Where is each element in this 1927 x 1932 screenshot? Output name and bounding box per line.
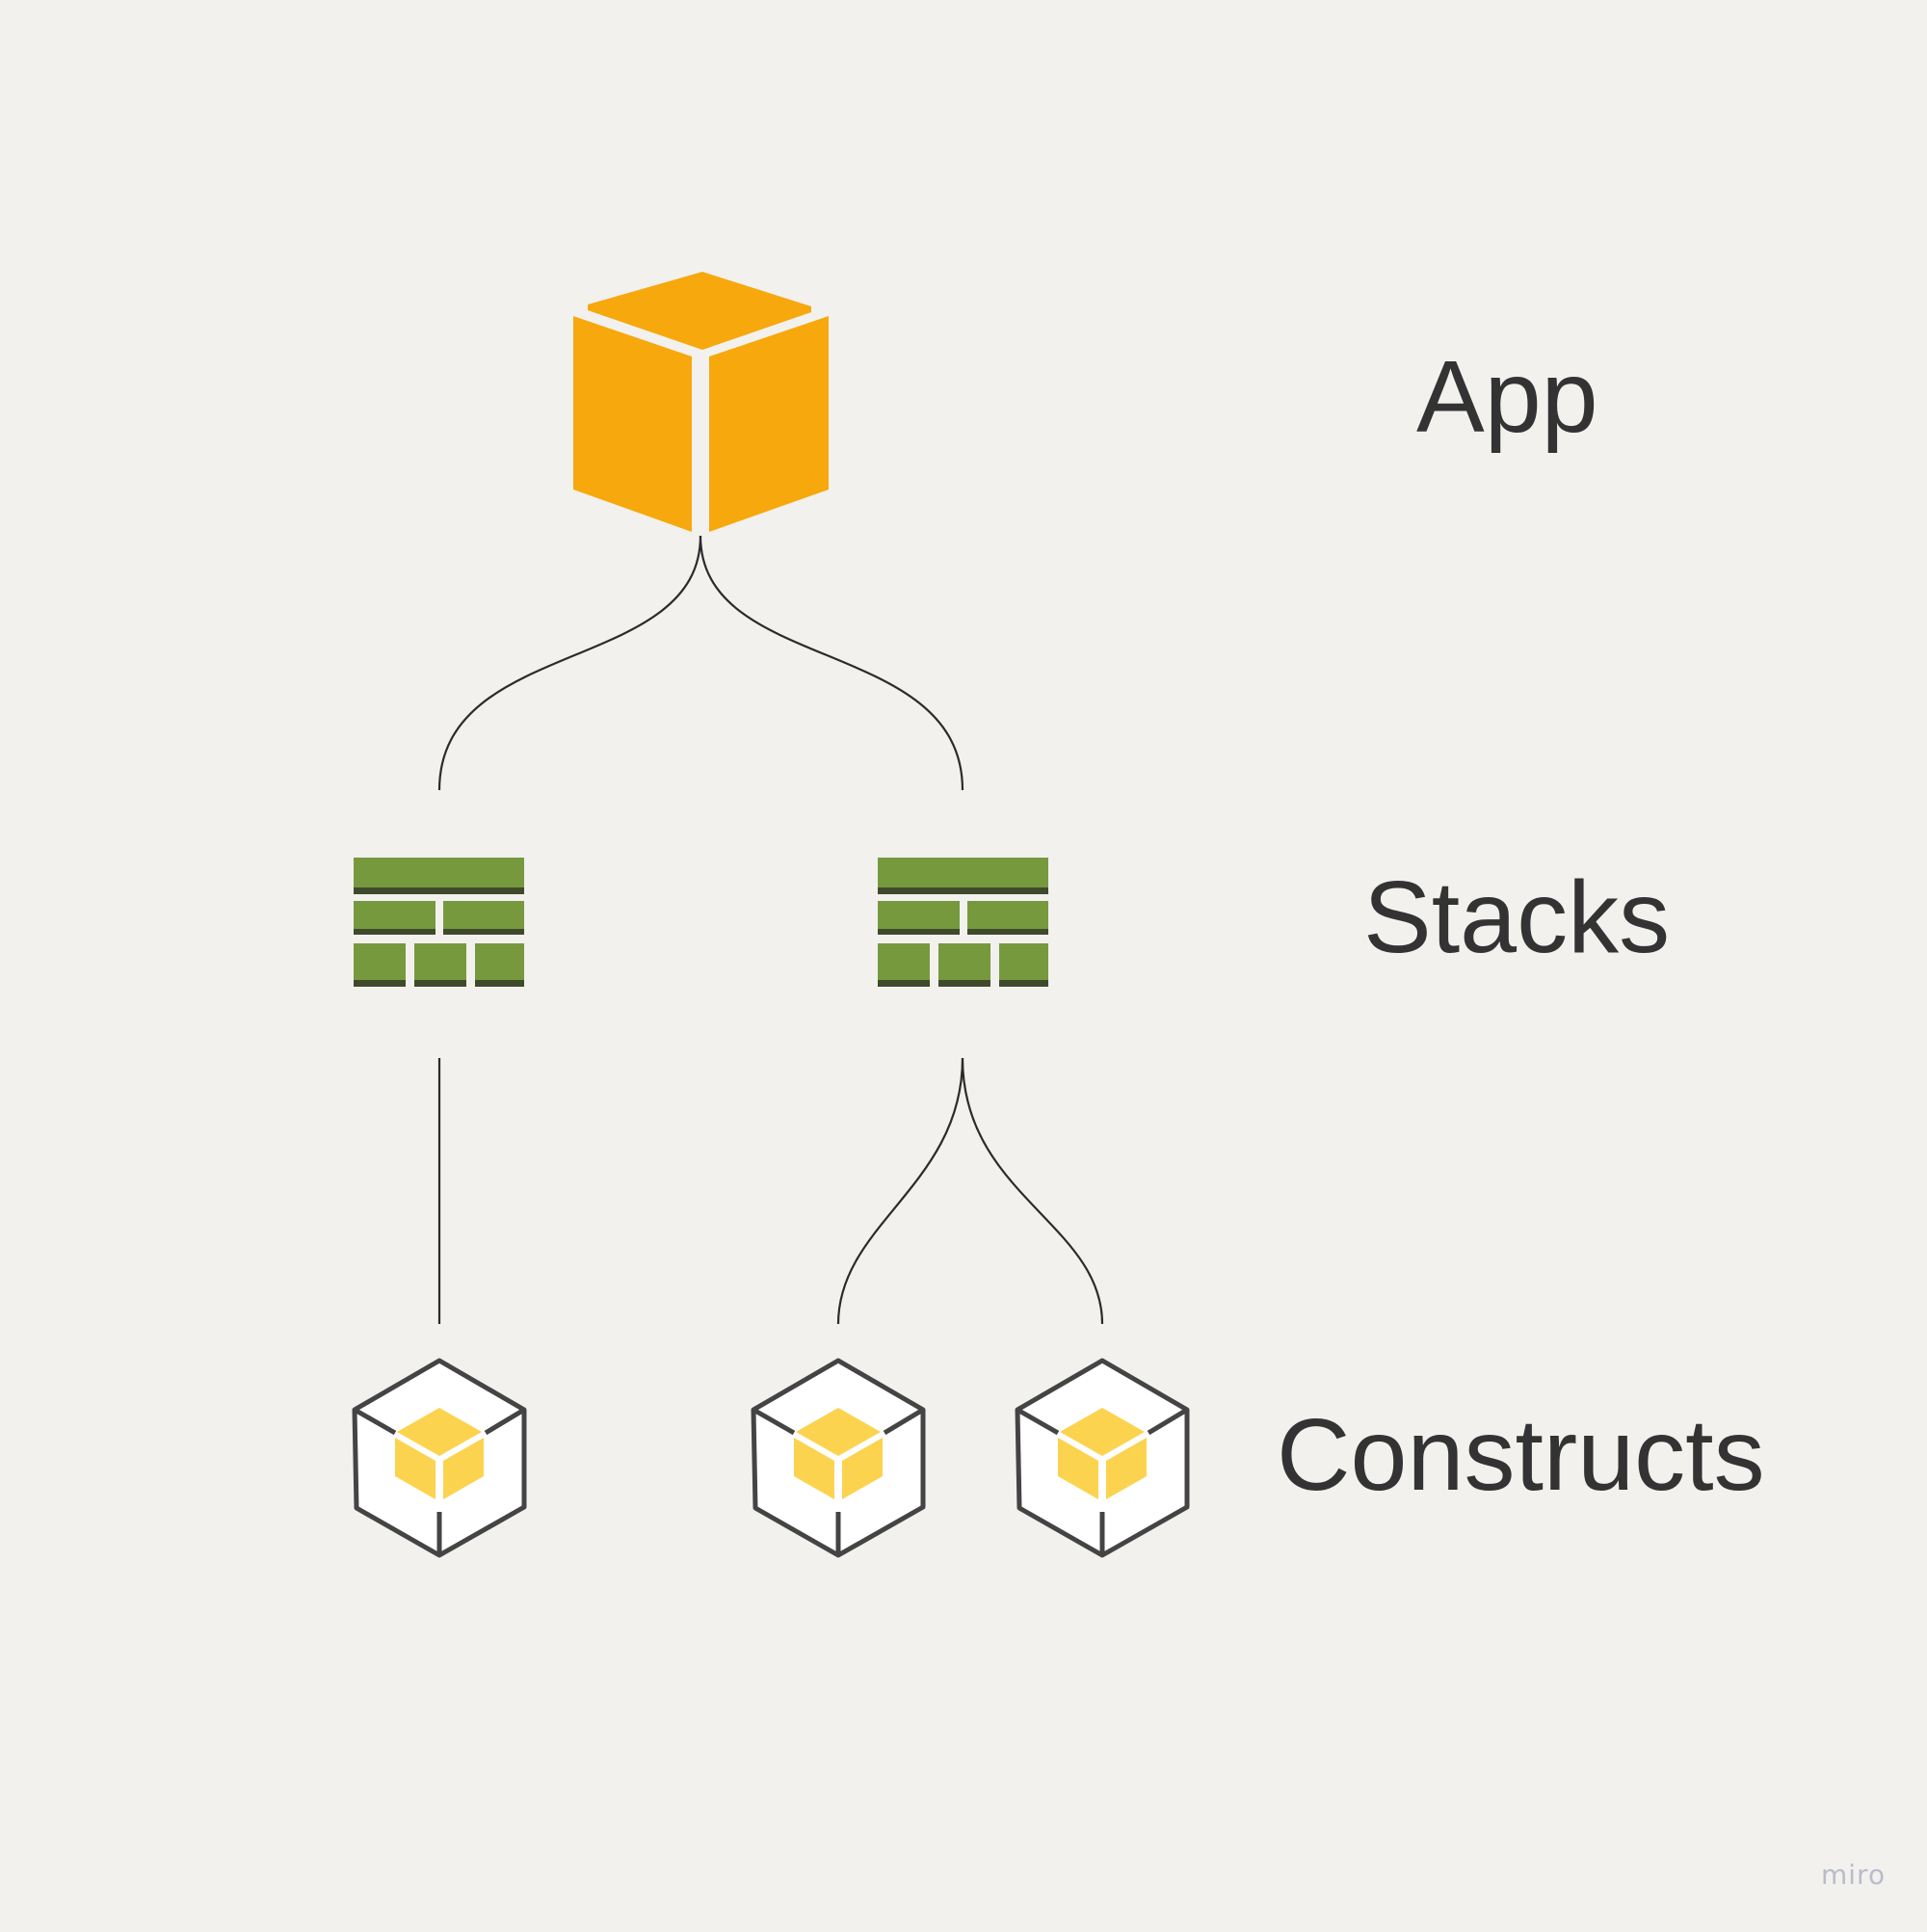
stack-bricks-icon bbox=[878, 858, 1048, 987]
construct-hexagon-icon bbox=[1017, 1361, 1187, 1555]
connector-app-stack-1 bbox=[437, 535, 702, 791]
stack-bricks-icon bbox=[354, 858, 524, 987]
connector-stack2-construct-3 bbox=[961, 1057, 1104, 1325]
construct-hexagon-icon bbox=[753, 1361, 923, 1555]
construct-hexagon-icon bbox=[355, 1361, 524, 1555]
miro-watermark: miro bbox=[1821, 1859, 1886, 1891]
label-stacks: Stacks bbox=[1363, 860, 1670, 974]
connector-app-stack-2 bbox=[699, 535, 964, 791]
label-constructs: Constructs bbox=[1277, 1398, 1765, 1512]
label-app: App bbox=[1416, 340, 1598, 454]
connector-stack2-construct-2 bbox=[836, 1057, 964, 1325]
app-to-stacks-connectors bbox=[437, 535, 964, 791]
stacks-to-constructs-connectors bbox=[437, 1057, 1104, 1325]
app-cube-icon bbox=[573, 272, 829, 532]
